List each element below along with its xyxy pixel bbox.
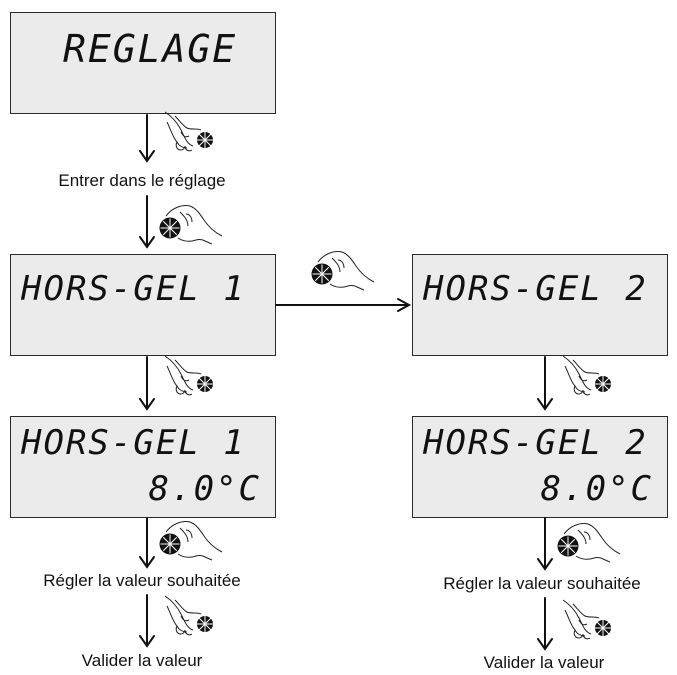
hand-turning-knob-icon [159, 204, 223, 245]
lcd-hors-gel-2-value-reading: 8.0°C [540, 469, 653, 509]
caption-validate-left: Valider la valeur [81, 651, 203, 670]
arrow-adjust-to-validate-right [537, 597, 553, 651]
lcd-hors-gel-1-text: HORS-GEL 1 [21, 269, 246, 309]
caption-adjust-left: Régler la valeur souhaitée [43, 571, 241, 590]
hand-turning-knob-icon [159, 520, 223, 561]
lcd-hors-gel-1-value-reading: 8.0°C [148, 469, 261, 509]
hand-pressing-knob-icon [164, 595, 214, 636]
lcd-hors-gel-2-text: HORS-GEL 2 [423, 269, 648, 309]
hand-pressing-knob-icon [562, 355, 612, 396]
lcd-screen-hors-gel-1: HORS-GEL 1 [10, 254, 276, 356]
caption-adjust-right: Régler la valeur souhaitée [443, 574, 641, 593]
hand-turning-knob-icon [311, 250, 375, 291]
arrow-reglage-to-enter [139, 114, 155, 163]
hand-pressing-knob-icon [562, 599, 612, 640]
caption-validate-right: Valider la valeur [483, 653, 605, 672]
lcd-screen-reglage: REGLAGE [10, 12, 276, 114]
arrow-hg2-to-value [537, 356, 553, 411]
arrow-hg1-value-to-adjust [139, 517, 155, 569]
hand-pressing-knob-icon [164, 111, 214, 152]
caption-enter-setting: Entrer dans le réglage [58, 171, 226, 190]
arrow-enter-to-hg1 [139, 195, 155, 249]
hand-turning-knob-icon [557, 522, 621, 563]
lcd-reglage-text: REGLAGE [63, 27, 238, 71]
lcd-screen-hors-gel-2-value: HORS-GEL 2 8.0°C [412, 416, 668, 518]
lcd-hors-gel-1-value-title: HORS-GEL 1 [21, 423, 246, 463]
arrow-hg1-to-value [139, 356, 155, 411]
hand-pressing-knob-icon [164, 355, 214, 396]
arrow-hg2-value-to-adjust [537, 517, 553, 571]
lcd-screen-hors-gel-2: HORS-GEL 2 [412, 254, 668, 356]
lcd-hors-gel-2-value-title: HORS-GEL 2 [423, 423, 648, 463]
lcd-screen-hors-gel-1-value: HORS-GEL 1 8.0°C [10, 416, 276, 518]
arrow-adjust-to-validate-left [139, 594, 155, 648]
arrow-hg1-to-hg2 [275, 298, 412, 312]
